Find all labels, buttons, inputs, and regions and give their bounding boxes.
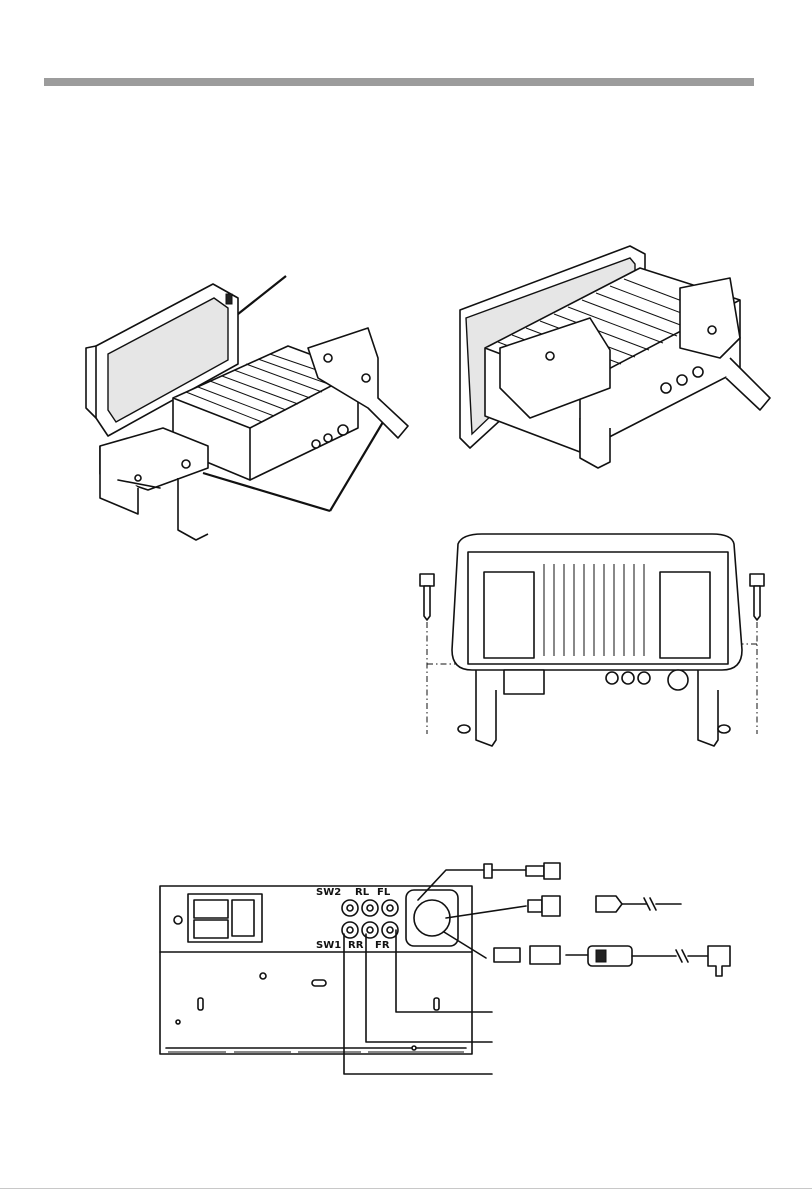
port-label-sw1: SW1 — [316, 940, 341, 951]
port-label-sw2: SW2 — [316, 887, 341, 898]
header-rule — [44, 78, 754, 86]
screw-right — [750, 574, 764, 620]
rear-view-illustration — [412, 524, 802, 754]
adapter-plug — [596, 896, 681, 912]
port-label-fr: FR — [375, 940, 390, 951]
port-label-rr: RR — [348, 940, 364, 951]
footer-rule — [0, 1188, 812, 1189]
screw-left — [420, 574, 434, 620]
opened-unit-illustration — [78, 268, 418, 558]
callout-line-panel — [233, 276, 286, 318]
bracket-left — [100, 428, 208, 540]
unit-with-brackets-illustration — [430, 238, 790, 500]
callout-line-bracket-left — [203, 473, 330, 511]
port-label-fl: FL — [377, 887, 391, 898]
port-label-rl: RL — [355, 887, 370, 898]
rear-panel-illustration: SW2 RL FL SW1 RR FR — [156, 862, 746, 1082]
cable-extension — [444, 932, 730, 976]
